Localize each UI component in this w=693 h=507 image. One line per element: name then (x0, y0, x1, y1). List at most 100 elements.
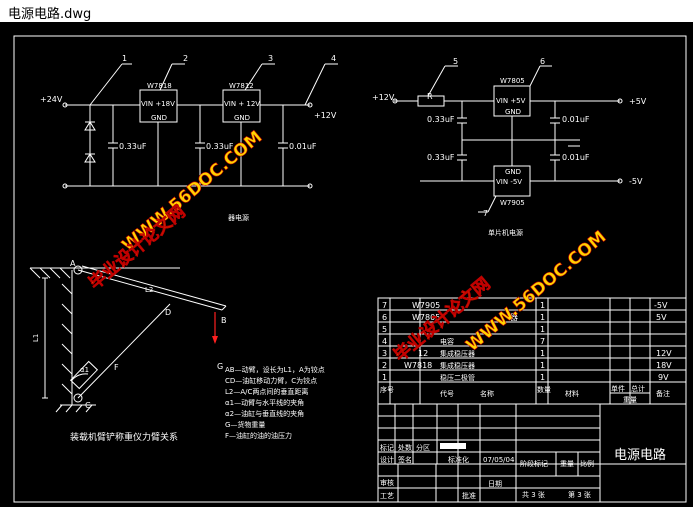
mcu-output-pos: +5V (629, 97, 647, 106)
power-input-voltage: +24V (40, 95, 63, 104)
bom-rows: 7 W7905 1 -5V 6 W7805 器 1 5V 5 1 4 电容 7 … (380, 301, 672, 404)
bom-name: 稳压二极管 (440, 373, 475, 382)
mcu-label-6: 6 (540, 57, 545, 66)
power-label-3: 3 (268, 54, 273, 63)
mcu-label-7: 7 (483, 209, 488, 218)
reg-pos-gnd: GND (505, 108, 521, 116)
mcu-input-voltage: +12V (372, 93, 395, 102)
bom-qty: 1 (540, 301, 545, 310)
mcu-circuit (392, 65, 623, 213)
bom-qty: 7 (540, 337, 545, 346)
point-b: B (221, 316, 227, 325)
arm-note: CD—油缸移动力臂，C为铰点 (225, 376, 317, 385)
tb-sheets: 共 3 张 (522, 490, 545, 499)
tb-scale: 比例 (580, 459, 594, 468)
bom-header-weight: 重量 (623, 396, 637, 404)
bom-qty: 1 (540, 313, 545, 322)
bom-name: 集成稳压器 (440, 349, 475, 358)
reg-pos-name: W7805 (500, 77, 525, 85)
drawing-title: 电源电路 (614, 447, 666, 463)
point-f: F (114, 363, 119, 372)
bom-name: 集成稳压器 (440, 361, 475, 370)
tb-design: 设计 (380, 455, 394, 464)
label-alpha1: α1 (80, 366, 89, 374)
mcu-caption: 单片机电源 (488, 228, 523, 237)
title-block (377, 403, 687, 503)
bom-no: 6 (382, 313, 387, 322)
mcu-cap1: 0.33uF (427, 115, 455, 124)
mcu-resistor: R (427, 92, 433, 101)
bom-no: 4 (382, 337, 387, 346)
drawing-border (13, 35, 687, 503)
tb-sheet-no: 第 3 张 (568, 490, 591, 499)
power-output-voltage: +12V (314, 111, 337, 120)
window-titlebar: 电源电路.dwg (0, 0, 693, 22)
tb-date: 07/05/04 (483, 456, 515, 464)
tb-review: 审核 (380, 478, 394, 487)
arm-note: F—油缸的油的油压力 (225, 431, 292, 440)
bom-note: 9V (658, 373, 669, 382)
tb-weight: 重量 (560, 460, 574, 468)
bom-no: 2 (382, 361, 387, 370)
bom-note: 5V (656, 313, 667, 322)
mcu-cap3: 0.33uF (427, 153, 455, 162)
window-title: 电源电路.dwg (8, 7, 92, 22)
label-l1: L1 (32, 334, 40, 342)
cad-drawing[interactable]: 1 2 3 4 +24V +12V W7818 VIN +18V GND W78… (0, 22, 693, 507)
bom-name: 器 (510, 313, 518, 322)
point-g: G (217, 362, 223, 371)
reg-pos-pins: VIN +5V (496, 97, 526, 105)
bom-header-remark: 备注 (656, 389, 670, 398)
mcu-cap2: 0.01uF (562, 115, 590, 124)
tb-count: 处数 (398, 443, 412, 452)
tb-process: 工艺 (380, 492, 394, 500)
point-a: A (70, 259, 76, 268)
mcu-label-5: 5 (453, 57, 458, 66)
bom-qty: 1 (540, 361, 545, 370)
power-label-2: 2 (183, 54, 188, 63)
arm-note: α2—油缸与垂直线的夹角 (225, 409, 304, 418)
reg2-name: W7812 (229, 82, 254, 90)
tb-date2: 日期 (488, 480, 502, 488)
reg-neg-pins: VIN -5V (496, 178, 522, 186)
arm-note: G—货物重量 (225, 420, 265, 429)
arm-note: L2—A/C两点间的垂直距离 (225, 387, 308, 396)
arm-note: AB—动臂，设长为L1，A为铰点 (225, 365, 325, 374)
bom-qty: 1 (540, 325, 545, 334)
reg1-gnd: GND (151, 114, 167, 122)
reg1-pins: VIN +18V (141, 100, 175, 108)
bom-header-name: 名称 (480, 389, 494, 398)
arm-notes: AB—动臂，设长为L1，A为铰点 CD—油缸移动力臂，C为铰点 L2—A/C两点… (225, 365, 325, 440)
reg1-name: W7818 (147, 82, 172, 90)
drawing-canvas[interactable]: 1 2 3 4 +24V +12V W7818 VIN +18V GND W78… (0, 22, 693, 507)
bom-header-total: 总计 (631, 384, 645, 393)
bom-note: 18V (656, 361, 672, 370)
bom-code: W7818 (404, 361, 432, 370)
tb-standard: 标准化 (448, 455, 469, 464)
bom-no: 1 (382, 373, 387, 382)
tb-zone: 分区 (416, 443, 430, 452)
power-caption: 器电源 (228, 213, 249, 222)
bom-header-material: 材料 (565, 389, 579, 398)
power-label-4: 4 (331, 54, 336, 63)
bom-no: 5 (382, 325, 387, 334)
bom-code: 12 (418, 349, 428, 358)
reg2-gnd: GND (234, 114, 250, 122)
arm-diagram (29, 265, 227, 413)
bom-no: 7 (382, 301, 387, 310)
arm-note: α1—动臂与水平线的夹角 (225, 398, 304, 407)
tb-signature: 签名 (398, 455, 412, 464)
power-circuit (62, 63, 338, 189)
bom-code: W7805 (412, 313, 440, 322)
power-label-1: 1 (122, 54, 127, 63)
bom-note: -5V (654, 301, 668, 310)
mcu-output-neg: -5V (629, 177, 643, 186)
bom-header-single: 单件 (611, 384, 625, 393)
label-l2: L2 (145, 286, 153, 294)
bom-code: W7905 (412, 301, 440, 310)
bom-qty: 1 (540, 349, 545, 358)
arm-caption: 装载机臂铲称重仪力臂关系 (70, 431, 178, 443)
point-c: C (85, 401, 91, 410)
tb-mark: 标记 (380, 443, 394, 452)
bom-qty: 1 (540, 373, 545, 382)
